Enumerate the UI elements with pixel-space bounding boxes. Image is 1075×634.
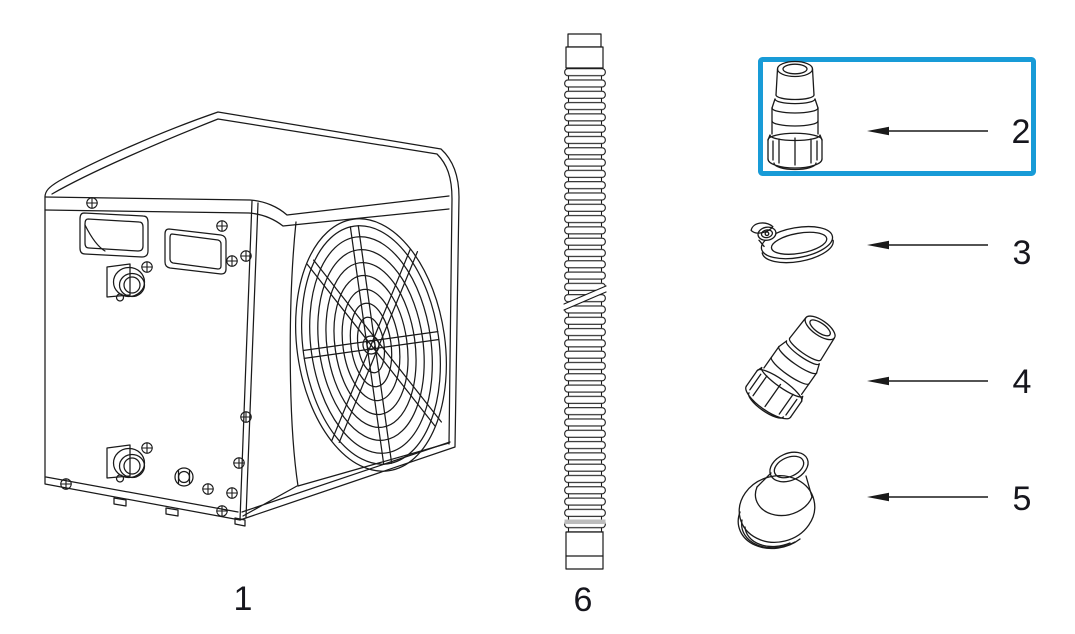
hose-adapter-with-nut-drawing [767, 60, 823, 171]
arrow-to-part-2 [867, 126, 988, 136]
heat-pump-unit-drawing [44, 111, 460, 527]
part-3-label: 3 [1013, 234, 1032, 272]
part-6-label: 6 [574, 581, 593, 619]
part-5-label: 5 [1013, 480, 1032, 518]
arrow-to-part-5 [867, 492, 988, 502]
hose-clamp-drawing [750, 222, 834, 264]
corrugated-hose-drawing [563, 33, 607, 570]
arrow-to-part-3 [867, 240, 988, 250]
hose-adapter-angled-drawing [739, 305, 848, 427]
part-4-label: 4 [1013, 363, 1032, 401]
highlight-box [758, 57, 1036, 176]
part-1-label: 1 [234, 580, 253, 618]
stepped-hose-adapter-drawing [737, 451, 816, 550]
arrow-to-part-4 [867, 376, 988, 386]
part-2-label: 2 [1012, 113, 1031, 151]
